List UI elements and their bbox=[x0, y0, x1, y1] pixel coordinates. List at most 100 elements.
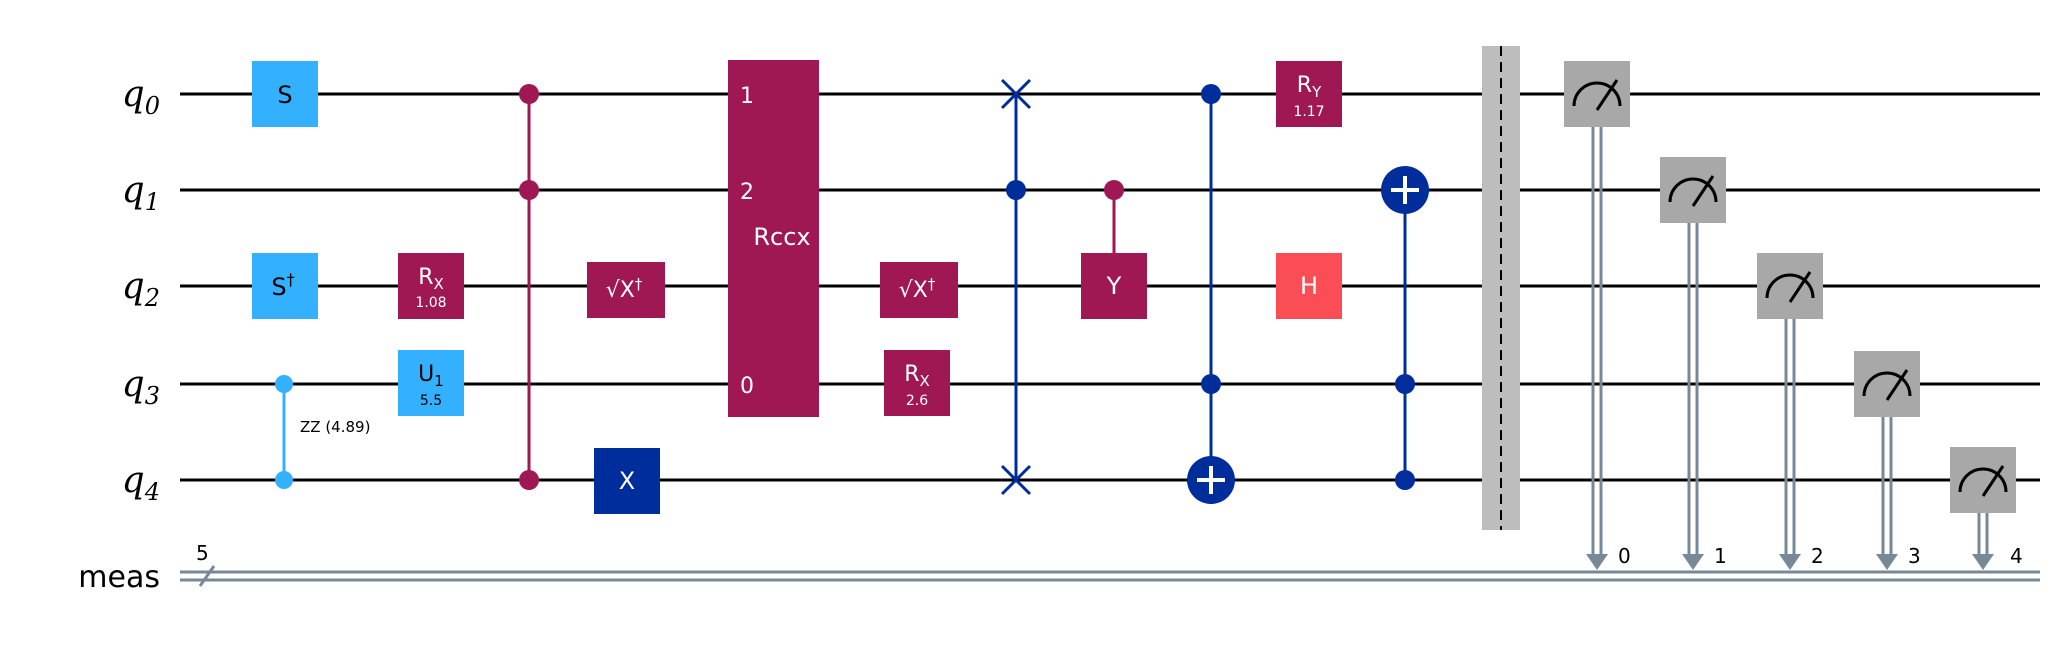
measure-q0-meter-icon bbox=[1572, 81, 1622, 107]
gate-sxdg-1[interactable]: √X† bbox=[587, 262, 665, 318]
qubit-label-q1: q1 bbox=[122, 170, 160, 216]
classical-register: 5 bbox=[180, 541, 2040, 587]
measure-q3-needle bbox=[1885, 369, 1909, 401]
gate-cy-box bbox=[1081, 253, 1147, 319]
measure-q3-meter-icon bbox=[1862, 371, 1912, 397]
gate-x-box bbox=[594, 448, 660, 514]
gate-rx-2-6[interactable]: RX 2.6 bbox=[884, 350, 950, 416]
measure-q1-meter-icon bbox=[1668, 177, 1718, 203]
cswap-x-q4-b bbox=[1000, 464, 1032, 496]
measure-q1-bit-label: 1 bbox=[1714, 544, 1727, 568]
gate-sxdg-1-label: √X† bbox=[606, 275, 643, 303]
measure-q2-bit-label: 2 bbox=[1811, 544, 1824, 568]
gate-u1-label: U1 bbox=[418, 362, 444, 390]
mcz-control-q1 bbox=[519, 180, 539, 200]
gate-rccx-box bbox=[728, 60, 819, 417]
gate-x[interactable]: X bbox=[594, 448, 660, 514]
measure-q1[interactable]: 1 bbox=[1660, 157, 1727, 570]
barrier bbox=[1482, 46, 1520, 530]
rccx-pin-q1: 2 bbox=[740, 180, 754, 205]
gate-h[interactable]: H bbox=[1276, 253, 1342, 319]
gate-cy[interactable]: Y bbox=[1081, 180, 1147, 319]
ccx-q4-control-q0 bbox=[1201, 84, 1221, 104]
gate-u1-box bbox=[398, 350, 464, 416]
gate-sdg-label: S† bbox=[271, 270, 294, 301]
gate-rx-2-6-box bbox=[884, 350, 950, 416]
qubit-label-q4: q4 bbox=[122, 460, 160, 506]
mcz-control-q0 bbox=[519, 84, 539, 104]
measure-q2-needle bbox=[1788, 271, 1812, 303]
gate-ry-label: RY bbox=[1297, 73, 1322, 101]
gate-sxdg-2-label: √X† bbox=[899, 275, 936, 303]
gate-s-box bbox=[252, 61, 318, 127]
measure-q1-box bbox=[1660, 157, 1726, 223]
measure-q4-bit-label: 4 bbox=[2010, 544, 2023, 568]
measure-q3-bit-label: 3 bbox=[1908, 544, 1921, 568]
mcz-control-q4 bbox=[519, 470, 539, 490]
gate-u1[interactable]: U1 5.5 bbox=[398, 350, 464, 416]
measure-q4[interactable]: 4 bbox=[1950, 447, 2023, 570]
rccx-label: Rccx bbox=[753, 223, 810, 251]
measure-q0-bit-label: 0 bbox=[1618, 544, 1631, 568]
ccx-q1-control-q3 bbox=[1395, 374, 1415, 394]
gate-s-label: S bbox=[277, 81, 292, 109]
gate-rx-1-08[interactable]: RX 1.08 bbox=[398, 253, 464, 319]
gate-ry-param: 1.17 bbox=[1293, 104, 1324, 120]
gate-sxdg-1-box bbox=[587, 262, 665, 318]
rzz-control-q4 bbox=[275, 471, 293, 489]
measure-q4-box bbox=[1950, 447, 2016, 513]
ccx-q1-control-q4 bbox=[1395, 470, 1415, 490]
gate-rx-1-08-param: 1.08 bbox=[415, 295, 446, 311]
gate-ccx-target-q4[interactable] bbox=[1187, 84, 1235, 504]
cy-control-q1 bbox=[1104, 180, 1124, 200]
bus-slash bbox=[198, 565, 216, 587]
gate-rzz[interactable]: ZZ (4.89) bbox=[275, 375, 370, 489]
gate-sdg[interactable]: S† bbox=[252, 253, 318, 319]
gate-sxdg-2-box bbox=[880, 262, 958, 318]
qubit-labels: q0 q1 q2 q3 q4 meas bbox=[78, 74, 160, 595]
measure-q0-arrow bbox=[1586, 554, 1608, 570]
gate-h-label: H bbox=[1300, 272, 1318, 300]
qubit-label-q2: q2 bbox=[122, 266, 160, 312]
gate-cswap[interactable] bbox=[1000, 78, 1032, 496]
gate-h-box bbox=[1276, 253, 1342, 319]
measure-q1-needle bbox=[1691, 175, 1715, 207]
gate-ccx-target-q1[interactable] bbox=[1381, 166, 1429, 490]
rccx-pin-q3: 0 bbox=[740, 374, 754, 399]
measure-q2[interactable]: 2 bbox=[1757, 253, 1824, 570]
measure-q0[interactable]: 0 bbox=[1564, 61, 1631, 570]
measure-q2-meter-icon bbox=[1765, 273, 1815, 299]
gate-rx-1-08-label: RX bbox=[418, 265, 444, 293]
gate-sdg-box bbox=[252, 253, 318, 319]
gate-multi-control-z[interactable] bbox=[519, 84, 539, 490]
gate-x-label: X bbox=[619, 467, 635, 495]
gate-rccx[interactable]: 1 2 0 Rccx bbox=[728, 60, 819, 417]
measure-q0-needle bbox=[1595, 79, 1619, 111]
rzz-label: ZZ (4.89) bbox=[300, 418, 370, 436]
ccx-q4-control-q3 bbox=[1201, 374, 1221, 394]
measure-q0-box bbox=[1564, 61, 1630, 127]
gate-rx-1-08-box bbox=[398, 253, 464, 319]
measure-q3-box bbox=[1854, 351, 1920, 417]
measure-q3[interactable]: 3 bbox=[1854, 351, 1921, 570]
measure-q1-arrow bbox=[1682, 554, 1704, 570]
rzz-control-q3 bbox=[275, 375, 293, 393]
cswap-x-q0-b bbox=[1000, 78, 1032, 110]
measure-q3-arrow bbox=[1876, 554, 1898, 570]
gate-rx-2-6-label: RX bbox=[904, 362, 930, 390]
measure-q2-box bbox=[1757, 253, 1823, 319]
measure-q4-needle bbox=[1981, 465, 2005, 497]
qubit-label-q0: q0 bbox=[122, 74, 160, 120]
qubit-label-q3: q3 bbox=[122, 364, 160, 410]
measure-q4-meter-icon bbox=[1958, 467, 2008, 493]
gate-cy-label: Y bbox=[1106, 272, 1122, 300]
gate-rx-2-6-param: 2.6 bbox=[906, 393, 928, 409]
gate-s[interactable]: S bbox=[252, 61, 318, 127]
gate-ry-box bbox=[1276, 61, 1342, 127]
classical-label-meas: meas bbox=[78, 560, 160, 595]
rccx-pin-q0: 1 bbox=[740, 84, 754, 109]
gate-ry[interactable]: RY 1.17 bbox=[1276, 61, 1342, 127]
gate-sxdg-2[interactable]: √X† bbox=[880, 262, 958, 318]
cswap-control-q1 bbox=[1006, 180, 1026, 200]
